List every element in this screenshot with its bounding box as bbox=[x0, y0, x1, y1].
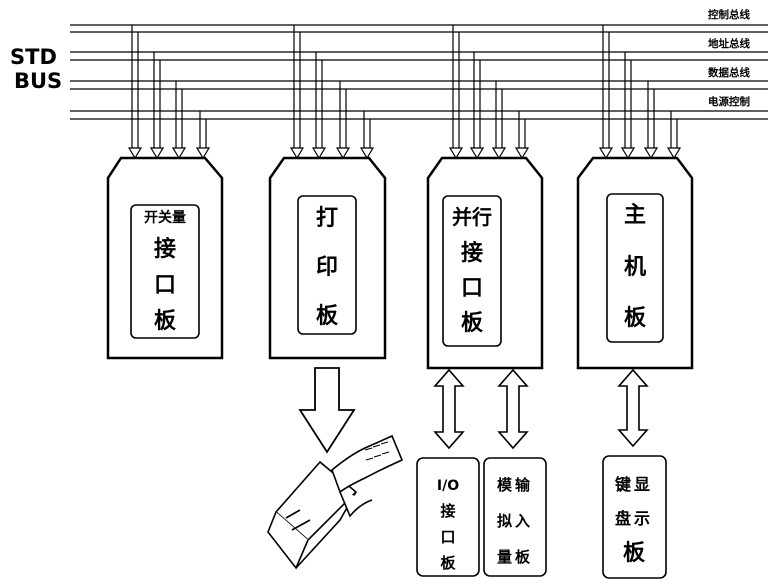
bus-tap-line bbox=[339, 81, 347, 150]
io-line-4: 板 bbox=[440, 554, 456, 572]
bus-tap-arrow bbox=[448, 147, 464, 160]
bus-tap-arrow bbox=[127, 147, 143, 160]
bus-tap-line bbox=[647, 81, 655, 150]
io-line-1: I/O bbox=[437, 478, 459, 494]
control-bus-label: 控制总线 bbox=[708, 8, 750, 21]
bus-tap-arrow bbox=[311, 147, 327, 160]
keyboard-line-2: 盘示 bbox=[615, 509, 653, 528]
bus-tap-arrow bbox=[171, 147, 187, 160]
keyboard-double-arrow bbox=[617, 368, 649, 448]
parallel-line-2: 口 bbox=[461, 276, 483, 301]
bus-taps bbox=[127, 25, 682, 160]
bus-tap-arrow bbox=[666, 147, 682, 160]
bus-tap-line bbox=[473, 52, 481, 150]
bus-tap-arrow bbox=[289, 147, 305, 160]
bus-tap-line bbox=[363, 111, 371, 150]
bus-tap-line bbox=[153, 52, 161, 150]
analog-line-3: 量板 bbox=[497, 548, 533, 566]
analog-line-1: 模输 bbox=[497, 476, 533, 494]
switch-top-label: 开关量 bbox=[144, 209, 186, 226]
peripheral-analog: 模输 拟入 量板 bbox=[483, 457, 547, 577]
printer-device-icon bbox=[267, 434, 404, 570]
bus-tap-arrow bbox=[598, 147, 614, 160]
analog-double-arrow bbox=[497, 368, 529, 450]
bus-tap-arrow bbox=[335, 147, 351, 160]
parallel-top-label: 并行 bbox=[452, 205, 492, 229]
board-switch: 开关量 接 口 板 bbox=[106, 156, 224, 360]
parallel-line-3: 板 bbox=[461, 311, 484, 336]
host-line-1: 主 bbox=[624, 203, 646, 228]
switch-line-3: 板 bbox=[154, 309, 177, 334]
board-parallel: 并行 接 口 板 bbox=[426, 156, 544, 370]
bus-tap-line bbox=[131, 25, 139, 150]
board-printer: 打 印 板 bbox=[268, 156, 387, 360]
bus-tap-line bbox=[670, 111, 678, 150]
bus-tap-line bbox=[495, 81, 503, 150]
host-line-3: 板 bbox=[624, 306, 647, 331]
bus-tap-arrow bbox=[491, 147, 507, 160]
bus-tap-arrow bbox=[469, 147, 485, 160]
power-control-label: 电源控制 bbox=[708, 95, 750, 108]
bus-tap-arrow bbox=[643, 147, 659, 160]
bus-tap-line bbox=[199, 111, 207, 150]
bus-tap-line bbox=[315, 52, 323, 150]
bus-tap-line bbox=[293, 25, 301, 150]
bus-label: BUS bbox=[14, 69, 62, 93]
bus-tap-line bbox=[175, 81, 183, 150]
bus-tap-line bbox=[452, 25, 460, 150]
io-line-2: 接 bbox=[440, 502, 455, 520]
printer-line-1: 打 bbox=[316, 206, 338, 231]
analog-line-2: 拟入 bbox=[497, 512, 533, 530]
keyboard-line-1: 键显 bbox=[614, 475, 653, 494]
host-line-2: 机 bbox=[624, 255, 646, 280]
bus-tap-line bbox=[624, 52, 632, 150]
io-double-arrow bbox=[433, 368, 465, 450]
peripheral-io: I/O 接 口 板 bbox=[416, 457, 480, 577]
bus-tap-arrow bbox=[514, 147, 530, 160]
switch-line-2: 口 bbox=[154, 273, 176, 298]
io-line-3: 口 bbox=[440, 528, 455, 546]
address-bus-label: 地址总线 bbox=[708, 37, 750, 50]
bus-tap-line bbox=[602, 25, 610, 150]
parallel-line-1: 接 bbox=[461, 241, 483, 266]
bus-tap-arrow bbox=[359, 147, 375, 160]
bus-tap-arrow bbox=[620, 147, 636, 160]
bus-tap-line bbox=[518, 111, 526, 150]
keyboard-line-3: 板 bbox=[623, 541, 646, 566]
data-bus-label: 数据总线 bbox=[707, 66, 750, 79]
switch-line-1: 接 bbox=[154, 237, 176, 262]
board-host: 主 机 板 bbox=[576, 156, 694, 370]
printer-output-arrow bbox=[298, 367, 356, 454]
bus-tap-arrow bbox=[195, 147, 211, 160]
std-label: STD bbox=[10, 45, 57, 69]
bus-tap-arrow bbox=[149, 147, 165, 160]
printer-line-3: 板 bbox=[316, 304, 339, 329]
peripheral-keyboard: 键显 盘示 板 bbox=[602, 455, 667, 579]
printer-line-2: 印 bbox=[316, 255, 338, 280]
bus-lines bbox=[70, 24, 768, 120]
